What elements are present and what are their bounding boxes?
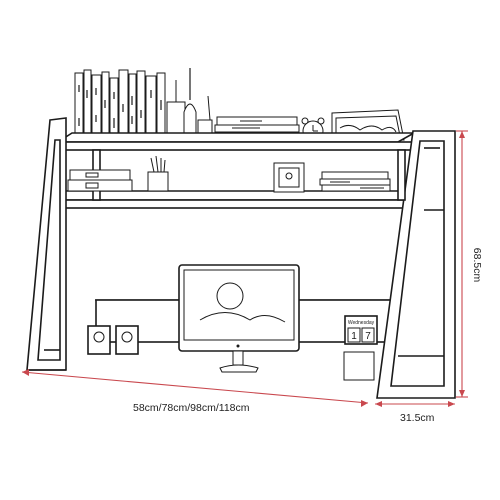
middle-shelf-items <box>67 155 391 193</box>
top-organizer <box>166 68 213 138</box>
calendar-digit-right: 7 <box>365 331 371 342</box>
height-dimension <box>456 130 468 398</box>
calendar-digit-left: 1 <box>351 331 357 342</box>
depth-dimension <box>375 401 455 407</box>
width-dimension <box>21 369 369 407</box>
top-books <box>74 69 166 138</box>
speakers-icon <box>87 325 139 355</box>
height-label: 68.5cm <box>471 248 483 283</box>
depth-label: 31.5cm <box>400 412 435 424</box>
calendar-header: Wednesday <box>348 320 375 326</box>
monitor-icon <box>178 264 300 373</box>
width-label: 58cm/78cm/98cm/118cm <box>133 402 250 414</box>
desk-calendar-icon: Wednesday 1 7 <box>343 315 378 381</box>
